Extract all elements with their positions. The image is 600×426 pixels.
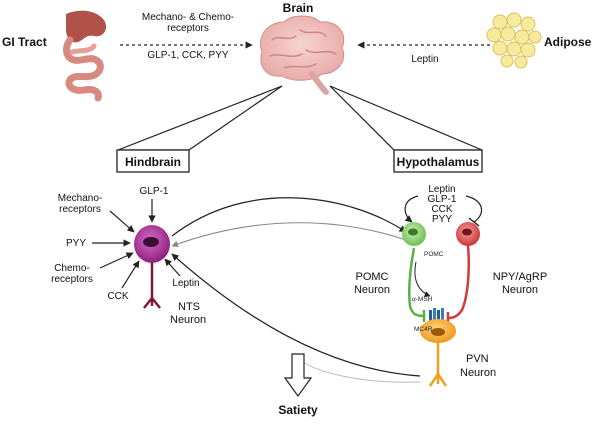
hindbrain-label: Hindbrain bbox=[125, 155, 181, 169]
nts-neuron-label-1: NTS bbox=[178, 301, 200, 313]
hind-pyy-label: PYY bbox=[66, 238, 86, 249]
hind-mechano-label-2: receptors bbox=[59, 204, 101, 215]
adipose-label: Adipose bbox=[544, 35, 592, 49]
satiety-label: Satiety bbox=[278, 403, 318, 417]
hind-mechano-arrow bbox=[109, 210, 135, 233]
hypo-input-leptin: Leptin bbox=[428, 184, 455, 195]
npy-agrp-neuron bbox=[446, 222, 480, 324]
satiety-arrow-icon bbox=[283, 353, 313, 398]
hypothalamus-label: Hypothalamus bbox=[397, 155, 480, 169]
adipose-signal-label: Leptin bbox=[411, 54, 438, 65]
hind-chemo-label-1: Chemo- bbox=[54, 263, 90, 274]
gi-signal-label-3: GLP-1, CCK, PYY bbox=[147, 50, 228, 61]
npy-neuron-label-1: NPY/AgRP bbox=[493, 271, 547, 283]
gi-signal-label-1: Mechano- & Chemo- bbox=[142, 12, 234, 23]
nts-to-pomc-arrow bbox=[171, 197, 407, 237]
hypo-input-cck: CCK bbox=[431, 204, 452, 215]
hind-leptin-label: Leptin bbox=[172, 278, 199, 289]
pomc-cell-label: POMC bbox=[424, 251, 444, 258]
hypothalamus-box bbox=[393, 149, 483, 173]
pomc-neuron-label-2: Neuron bbox=[354, 284, 390, 296]
nts-neuron bbox=[134, 225, 170, 309]
pvn-neuron-label-1: PVN bbox=[466, 353, 489, 365]
hypo-input-glp1: GLP-1 bbox=[428, 194, 457, 205]
hind-glp1-label: GLP-1 bbox=[140, 186, 169, 197]
mc4r-label: MC4R bbox=[414, 326, 433, 333]
pvn-to-nts-arrow bbox=[171, 253, 421, 377]
gi-tract-icon bbox=[63, 10, 107, 102]
hypo-input-pyy: PYY bbox=[432, 214, 452, 225]
hypo-input-to-npy-inhibit bbox=[465, 195, 483, 223]
brain-icon bbox=[260, 15, 345, 95]
hindbrain-zoom-lines bbox=[117, 85, 283, 151]
pvn-neuron bbox=[420, 319, 456, 387]
mc4r-receptor-icon bbox=[429, 308, 444, 322]
brain-label: Brain bbox=[283, 1, 314, 15]
npy-neuron-label-2: Neuron bbox=[502, 284, 538, 296]
hypo-input-to-pomc-arrow bbox=[404, 195, 419, 223]
nts-neuron-label-2: Neuron bbox=[170, 314, 206, 326]
hind-chemo-label-2: receptors bbox=[51, 274, 93, 285]
pomc-to-nts-arrow bbox=[171, 222, 407, 248]
pvn-neuron-label-2: Neuron bbox=[460, 367, 496, 379]
pvn-faint-output bbox=[299, 359, 421, 383]
pomc-neuron-label-1: POMC bbox=[356, 271, 389, 283]
hind-leptin-arrow bbox=[164, 258, 181, 277]
hind-cck-label: CCK bbox=[107, 291, 128, 302]
adipose-tissue-icon bbox=[486, 12, 542, 69]
hind-mechano-label-1: Mechano- bbox=[58, 193, 102, 204]
gi-signal-label-2: receptors bbox=[167, 23, 209, 34]
gi-tract-label: GI Tract bbox=[2, 35, 47, 49]
hindbrain-box bbox=[116, 149, 190, 173]
pomc-neuron bbox=[402, 222, 426, 322]
hind-chemo-arrow bbox=[99, 252, 134, 269]
alpha-msh-label: α-MSH bbox=[412, 296, 433, 303]
hind-cck-arrow bbox=[121, 260, 140, 289]
alpha-msh-arrow bbox=[414, 261, 431, 297]
